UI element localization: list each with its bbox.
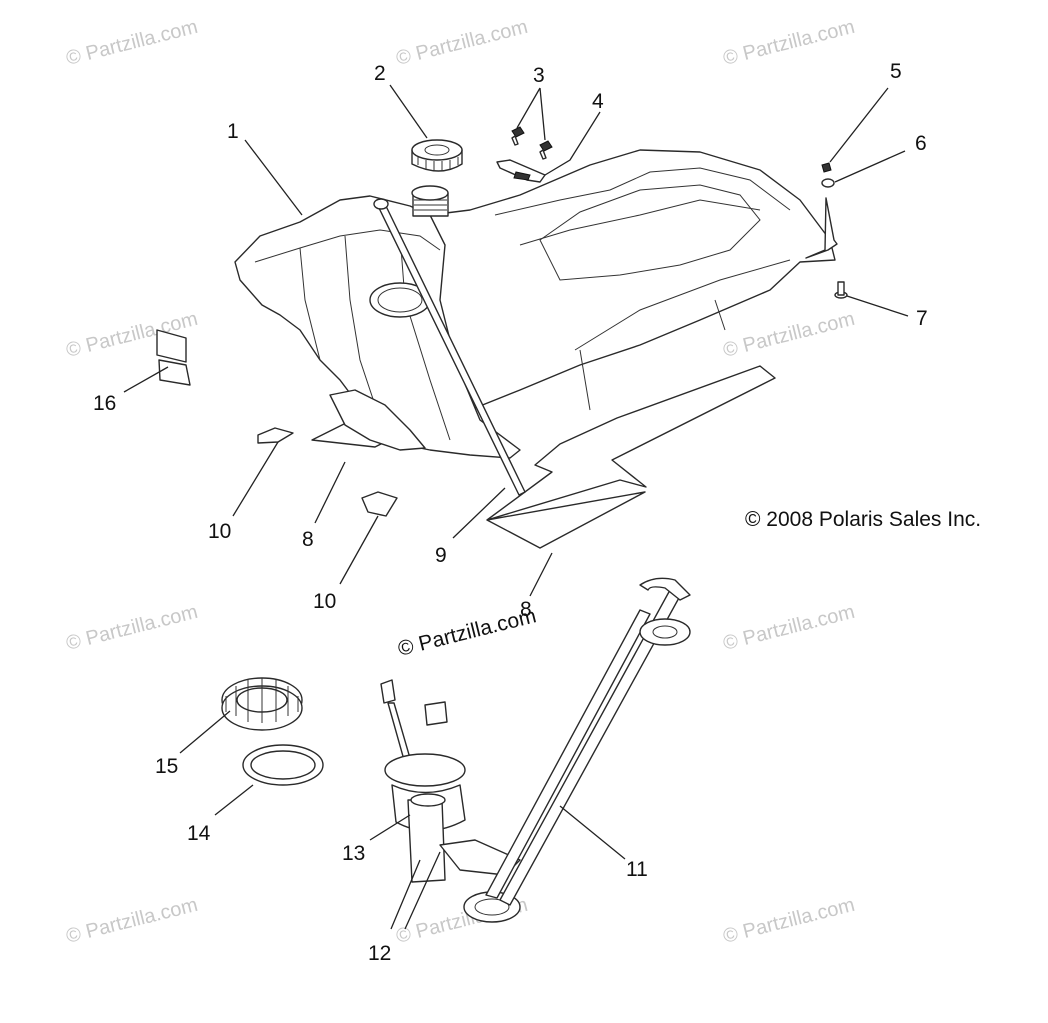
locking-ring	[221, 677, 303, 731]
copyright-text: © 2008 Polaris Sales Inc.	[745, 508, 981, 531]
callout-16: 16	[93, 392, 116, 415]
watermark: © Partzilla.com	[64, 16, 200, 70]
callout-3: 3	[533, 64, 545, 87]
callout-8: 8	[302, 528, 314, 551]
pad-16	[156, 329, 187, 363]
bracket	[496, 159, 546, 183]
washer	[821, 178, 835, 188]
screws	[511, 126, 553, 160]
callout-7: 7	[916, 307, 928, 330]
fuel-pump-assembly	[380, 577, 691, 923]
tank-body	[234, 195, 521, 459]
fuel-hose	[485, 609, 651, 899]
callout-11: 11	[626, 858, 648, 881]
tank-lower-sump	[329, 389, 426, 451]
watermark: © Partzilla.com	[64, 894, 200, 948]
callout-4: 4	[592, 90, 604, 113]
watermark: © Partzilla.com	[721, 894, 857, 948]
nut	[821, 162, 832, 173]
seat-shroud	[429, 149, 836, 411]
callout-10: 10	[208, 520, 231, 543]
watermark: © Partzilla.com	[394, 16, 530, 70]
callout-6: 6	[915, 132, 927, 155]
watermark: © Partzilla.com	[721, 308, 857, 362]
pad-left	[257, 427, 294, 444]
pad-center	[361, 491, 398, 517]
callout-8: 8	[520, 598, 532, 621]
mount-tab	[805, 197, 838, 259]
callout-13: 13	[342, 842, 365, 865]
watermark: © Partzilla.com	[721, 16, 857, 70]
leader-lines	[123, 84, 909, 930]
callout-10: 10	[313, 590, 336, 613]
callout-2: 2	[374, 62, 386, 85]
callout-14: 14	[187, 822, 211, 845]
callout-1: 1	[227, 120, 239, 143]
hose-connector	[639, 618, 691, 646]
callouts: 1 2 3 4 5 6 7 8 9 10 10 8 11 12 13 14 15…	[93, 60, 928, 965]
fuel-tank-assembly	[234, 149, 836, 496]
fuel-cap	[411, 139, 463, 172]
watermark: © Partzilla.com	[721, 601, 857, 655]
watermark: © Partzilla.com	[64, 601, 200, 655]
callout-12: 12	[368, 942, 391, 965]
partzilla-watermark: © Partzilla.com	[396, 604, 539, 661]
callout-5: 5	[890, 60, 902, 83]
callout-15: 15	[155, 755, 178, 778]
callout-9: 9	[435, 544, 447, 567]
heat-shield-pad-large	[486, 365, 776, 549]
